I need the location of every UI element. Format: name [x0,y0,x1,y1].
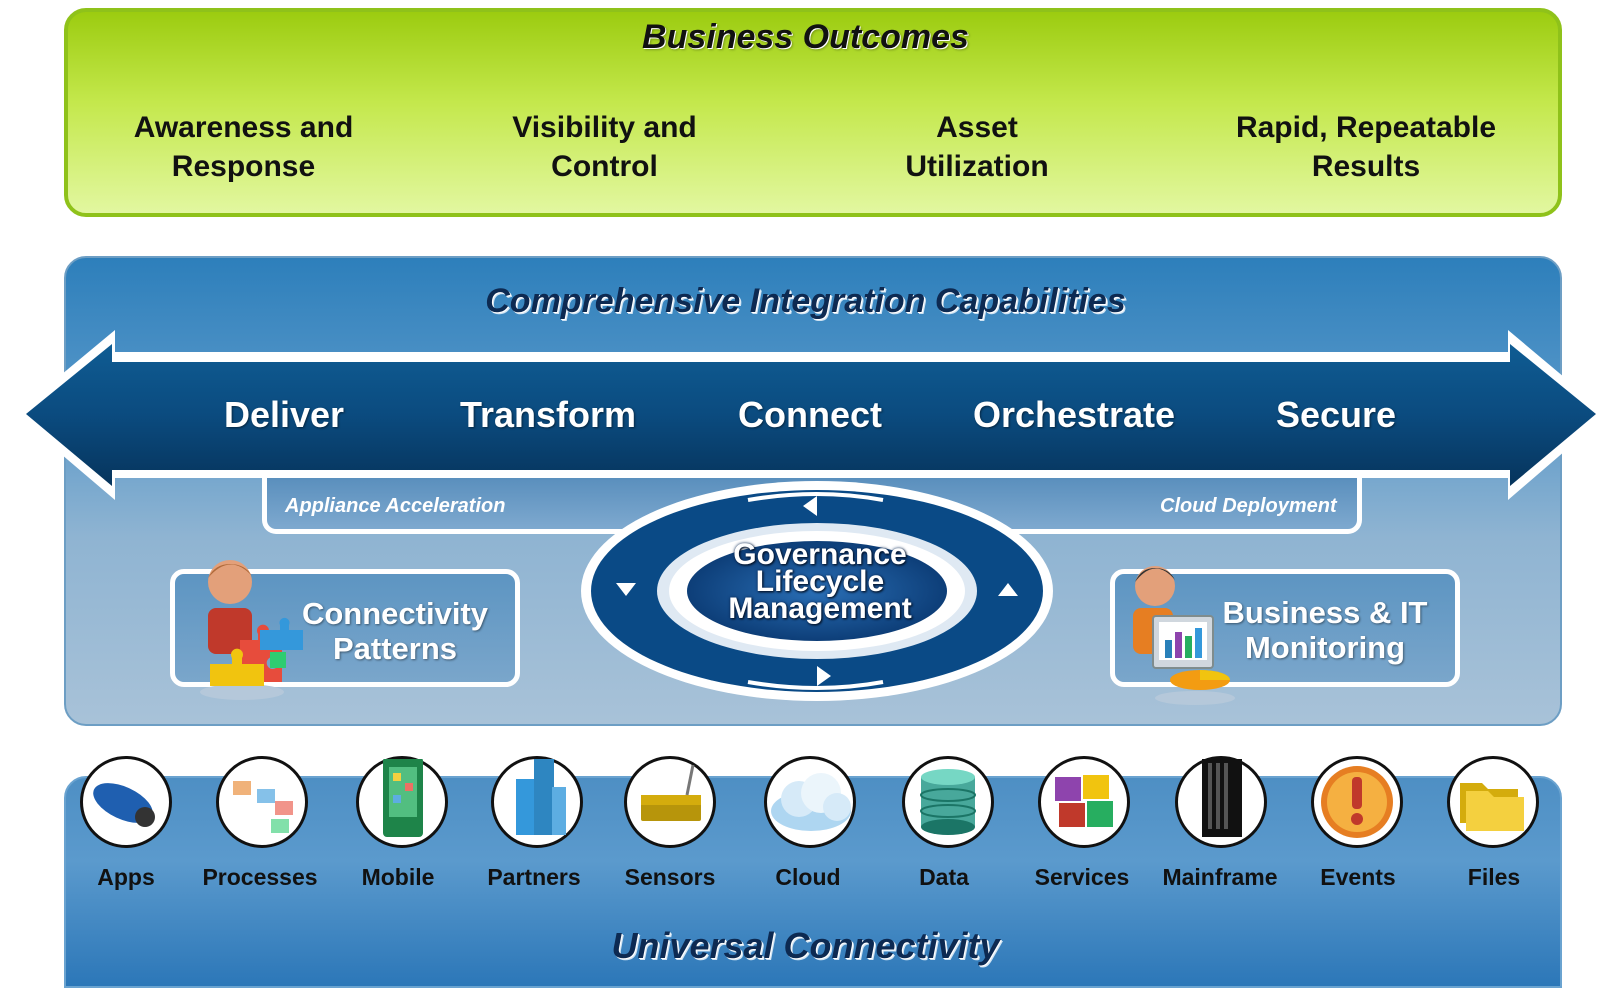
source-label-apps: Apps [97,864,155,890]
source-label-processes: Processes [202,864,318,890]
source-label-partners: Partners [487,864,581,890]
source-label-data: Data [919,864,969,890]
connectivity-patterns-label: Connectivity Patterns [301,596,489,666]
source-label-cloud: Cloud [775,864,841,890]
source-label-services: Services [1034,864,1130,890]
source-label-mainframe: Mainframe [1162,864,1278,890]
puzzle-icon [1038,756,1130,848]
outcome-rapid: Rapid, Repeatable Results [1235,111,1497,183]
verb-connect: Connect [738,394,882,435]
source-label-files: Files [1467,864,1521,890]
double-arrow [26,344,1596,486]
outcome-awareness: Awareness and Response [133,111,354,183]
person-puzzle-icon [200,560,303,700]
verb-transform: Transform [459,394,637,435]
person-monitor-icon [1133,566,1235,705]
governance-label: Governance Lifecycle Management [728,538,912,625]
outcome-asset: Asset Utilization [905,111,1049,183]
source-label-sensors: Sensors [624,864,716,890]
verb-deliver: Deliver [223,394,345,435]
business-outcomes-panel [64,8,1562,217]
folders-icon [1447,756,1539,848]
buildings-icon [491,756,583,848]
verb-secure: Secure [1275,394,1397,435]
process-flow-icon [216,756,308,848]
cloud-deployment-label: Cloud Deployment [1160,495,1337,517]
governance-cycle [581,481,1053,701]
integration-title: Comprehensive Integration Capabilities [485,282,1126,320]
business-it-monitoring-label: Business & IT Monitoring [1222,595,1428,665]
appliance-acceleration-label: Appliance Acceleration [285,495,506,517]
source-label-events: Events [1320,864,1396,890]
outcome-visibility: Visibility and Control [512,111,697,183]
universal-connectivity-title: Universal Connectivity [611,925,1000,966]
router-icon [624,756,716,848]
gears-icon [80,756,172,848]
source-label-mobile: Mobile [361,864,435,890]
cloud-icon [764,756,856,848]
mobile-phone-icon [356,756,448,848]
server-rack-icon [1175,756,1267,848]
database-icon [902,756,994,848]
verb-orchestrate: Orchestrate [972,394,1176,435]
business-outcomes-title: Business Outcomes [642,18,969,56]
alert-icon [1311,756,1403,848]
